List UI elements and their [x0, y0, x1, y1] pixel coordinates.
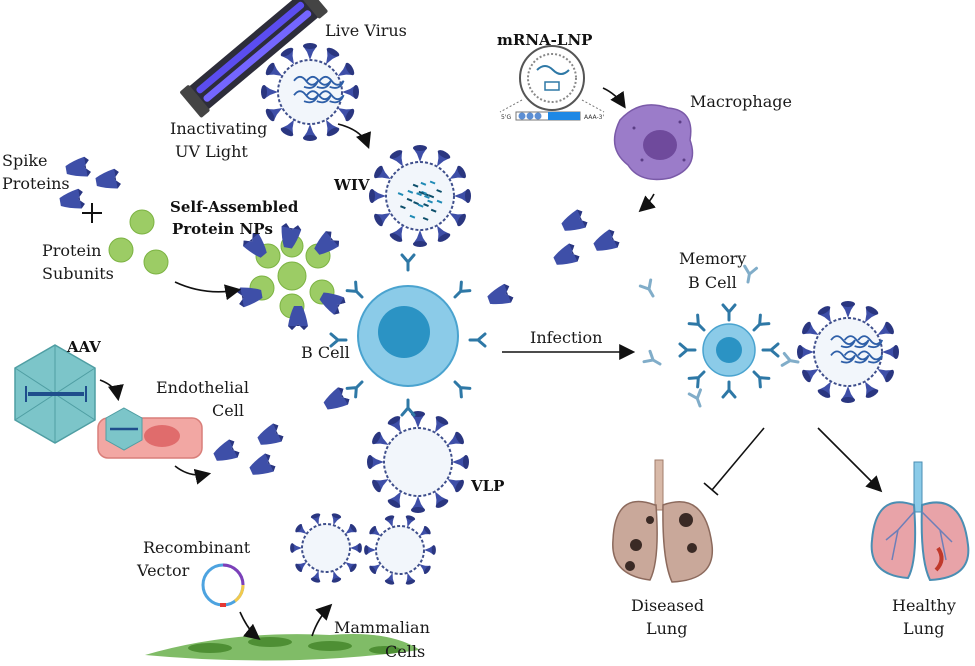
mammalian-label-line2: Cells: [385, 642, 425, 661]
protein-subunits-label-line2: Subunits: [42, 264, 114, 283]
endothelial-cell-icon: [97, 407, 203, 459]
mrna-lnp-label: mRNA-LNP: [497, 31, 592, 49]
diseased-lung-label-line1: Diseased: [631, 596, 704, 615]
plasmid-vector-icon: [201, 563, 245, 607]
memory-b-cell-icon: [638, 264, 801, 410]
infecting-virus-icon: [797, 301, 899, 403]
vlp-small-icon-2: [364, 514, 436, 586]
aav-capsid-icon: [14, 344, 96, 444]
healthy-lung-label-line2: Lung: [903, 619, 944, 638]
endothelial-label-line2: Cell: [212, 401, 244, 420]
spike-proteins-cluster-macrophage: [550, 207, 622, 271]
protein-subunits-label-line1: Protein: [42, 241, 101, 260]
spike-proteins-label-line1: Spike: [2, 151, 47, 170]
inactivating-label-line1: Inactivating: [170, 119, 267, 138]
protein-subunits-icon: [108, 209, 169, 275]
macrophage-label: Macrophage: [690, 92, 792, 111]
vlp-icon: [367, 411, 469, 513]
uv-lamp-icon: [180, 0, 328, 118]
memory-b-cell-label-line2: B Cell: [688, 273, 737, 292]
mammalian-cells-icon: [145, 634, 420, 661]
b-cell-label: B Cell: [301, 343, 350, 362]
wiv-label: WIV: [333, 176, 370, 194]
macrophage-icon: [613, 104, 694, 181]
healthy-lung-label-line1: Healthy: [892, 596, 956, 615]
self-assembled-label-line2: Protein NPs: [172, 220, 273, 238]
vlp-small-icon-1: [290, 512, 362, 584]
recombinant-label-line1: Recombinant: [143, 538, 251, 557]
mammalian-label-line1: Mammalian: [334, 618, 430, 637]
healthy-lung-icon: [870, 461, 970, 582]
arrows: [82, 87, 883, 640]
self-assembled-protein-np-icon: [236, 222, 348, 330]
wiv-virus-icon: [369, 145, 471, 247]
recombinant-label-line2: Vector: [136, 561, 190, 580]
self-assembled-label-line1: Self-Assembled: [170, 198, 299, 216]
spike-proteins-label-line2: Proteins: [2, 174, 70, 193]
diseased-lung-label-line2: Lung: [646, 619, 687, 638]
aav-label: AAV: [66, 338, 101, 356]
vlp-label: VLP: [470, 477, 504, 495]
mrna-5prime-label: 5'G: [501, 114, 511, 121]
memory-b-cell-label-line1: Memory: [679, 249, 746, 268]
mrna-lnp-icon: 5'G AAA-3': [499, 45, 604, 121]
diseased-lung-icon: [612, 459, 714, 583]
b-cell-icon: [320, 253, 515, 417]
spike-proteins-cluster-aav: [210, 421, 286, 481]
live-virus-label: Live Virus: [325, 21, 407, 40]
endothelial-label-line1: Endothelial: [156, 378, 249, 397]
live-virus-icon: [261, 43, 359, 141]
inactivating-label-line2: UV Light: [175, 142, 248, 161]
infection-label: Infection: [530, 328, 602, 347]
mrna-3prime-label: AAA-3': [584, 114, 604, 121]
